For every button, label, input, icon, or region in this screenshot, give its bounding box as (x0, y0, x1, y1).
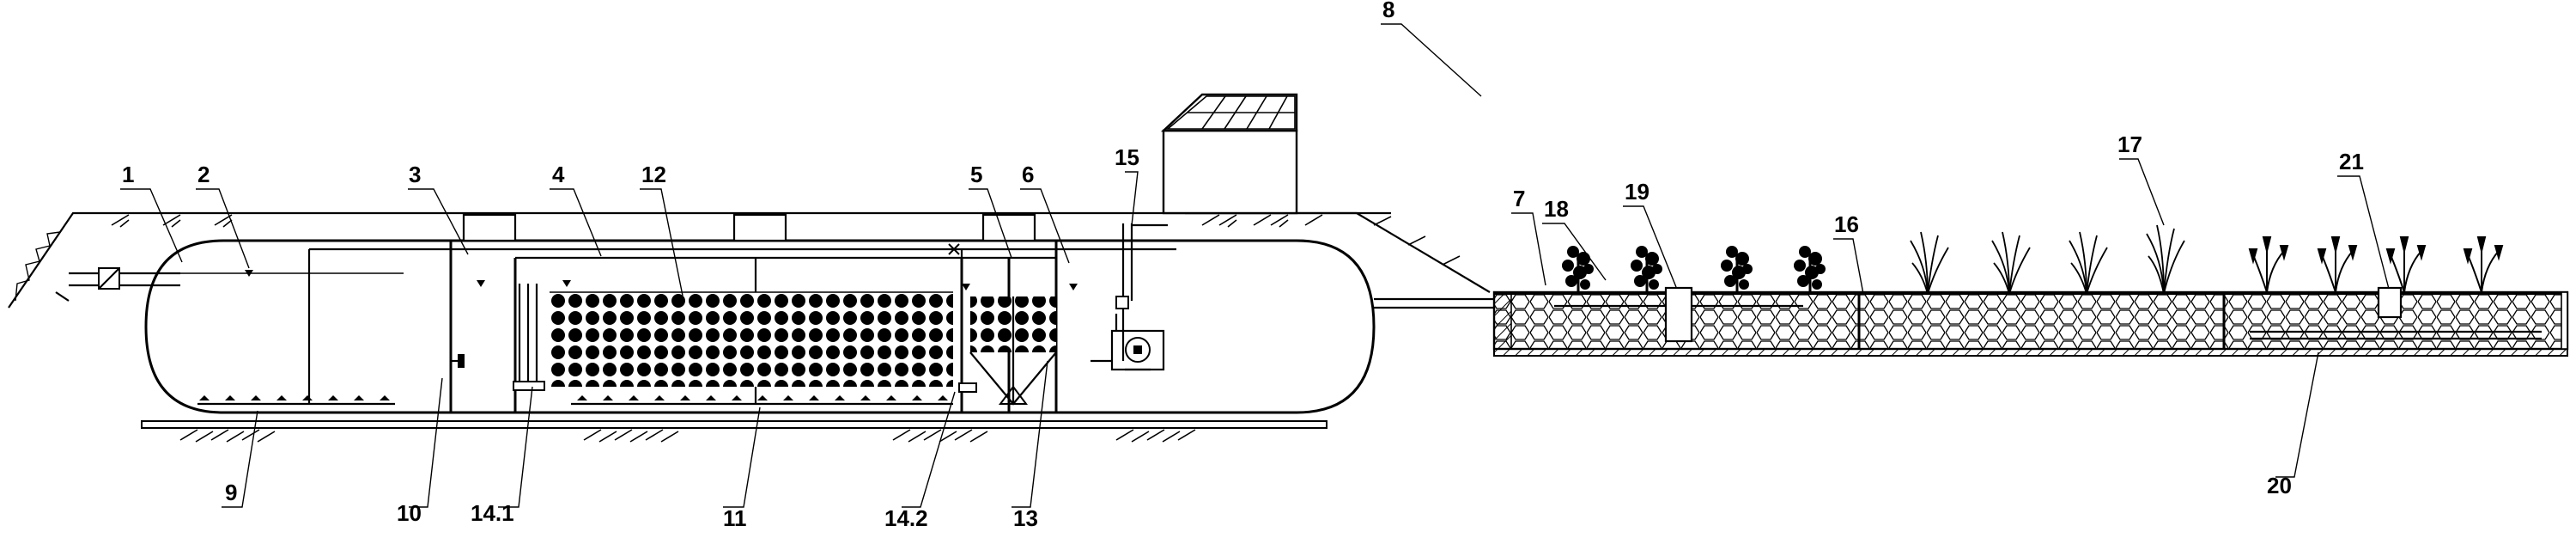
carrier-media (550, 291, 953, 387)
label-8: 8 (1382, 0, 1394, 22)
label-9: 9 (225, 480, 237, 505)
label-18: 18 (1544, 196, 1569, 222)
iris-plants (2248, 236, 2504, 293)
leader-lines (120, 23, 2390, 508)
label-11: 11 (723, 505, 747, 531)
filter-chamber (958, 296, 1057, 406)
label-15: 15 (1115, 144, 1139, 170)
main-tank (141, 239, 1376, 443)
reeds (1910, 224, 2185, 295)
label-14-2: 14.2 (884, 505, 928, 531)
label-6: 6 (1022, 162, 1034, 187)
ground-left (8, 211, 1391, 309)
aerators (197, 395, 953, 406)
label-2: 2 (197, 162, 210, 187)
label-12: 12 (641, 162, 666, 187)
label-17: 17 (2117, 131, 2142, 157)
water-levels (180, 270, 1078, 290)
label-4: 4 (552, 162, 565, 187)
wetland-beds (1492, 286, 2569, 357)
inlet-pipe (55, 267, 180, 302)
label-16: 16 (1834, 211, 1859, 237)
solar-housing (1160, 93, 1298, 215)
label-21: 21 (2339, 149, 2364, 174)
pump (1091, 314, 1165, 371)
label-5: 5 (970, 162, 982, 187)
baffle-14-1 (513, 284, 545, 391)
shrubs (1562, 246, 1826, 295)
valve-10 (451, 354, 465, 368)
label-10: 10 (397, 500, 422, 526)
label-7: 7 (1513, 186, 1525, 211)
label-1: 1 (122, 162, 134, 187)
top-pipes (307, 213, 1176, 404)
label-13: 13 (1013, 505, 1038, 531)
label-14-1: 14.1 (471, 500, 514, 526)
label-19: 19 (1625, 179, 1649, 205)
label-3: 3 (409, 162, 421, 187)
pipe-15 (1115, 223, 1168, 361)
outlet-pipe (1374, 297, 1494, 309)
label-20: 20 (2267, 473, 2292, 498)
part-labels: 1 2 3 4 5 6 7 8 9 10 11 12 13 14.1 14.2 … (122, 0, 2364, 531)
